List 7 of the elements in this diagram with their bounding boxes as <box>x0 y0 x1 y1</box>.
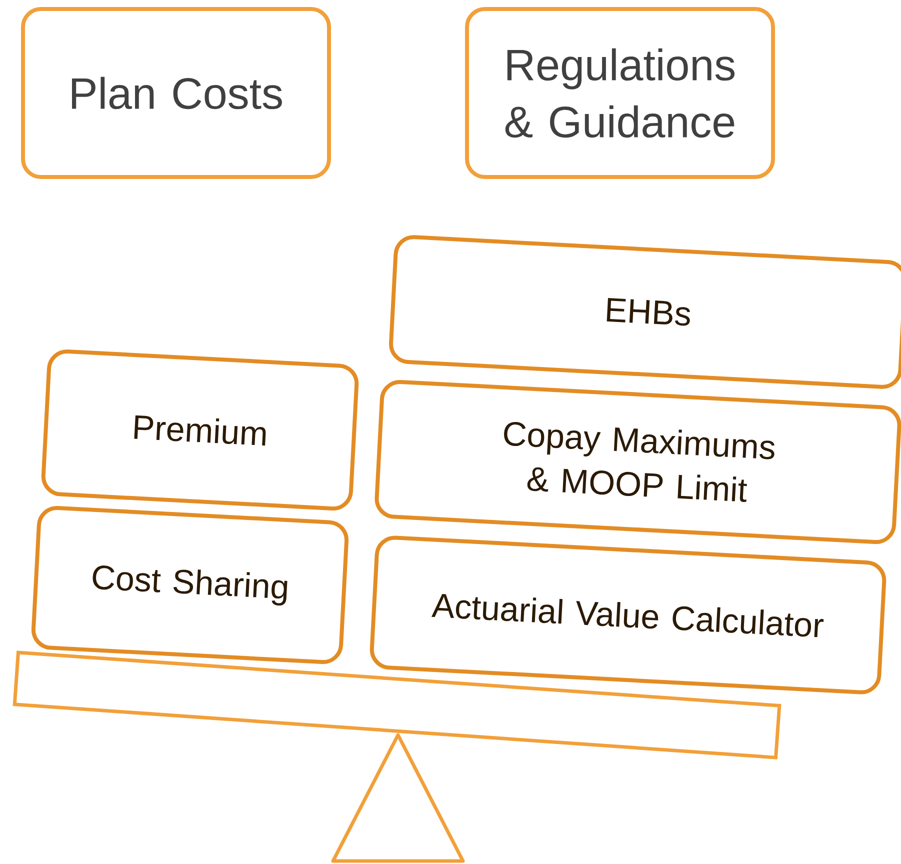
factor-box: Premium <box>41 349 359 511</box>
category-box: Regulations & Guidance <box>465 7 775 179</box>
factor-box: Copay Maximums & MOOP Limit <box>374 380 901 544</box>
category-box: Plan Costs <box>21 7 331 179</box>
factor-box: Actuarial Value Calculator <box>370 536 886 694</box>
factor-box: EHBs <box>389 235 901 389</box>
factor-box: Cost Sharing <box>32 506 349 664</box>
